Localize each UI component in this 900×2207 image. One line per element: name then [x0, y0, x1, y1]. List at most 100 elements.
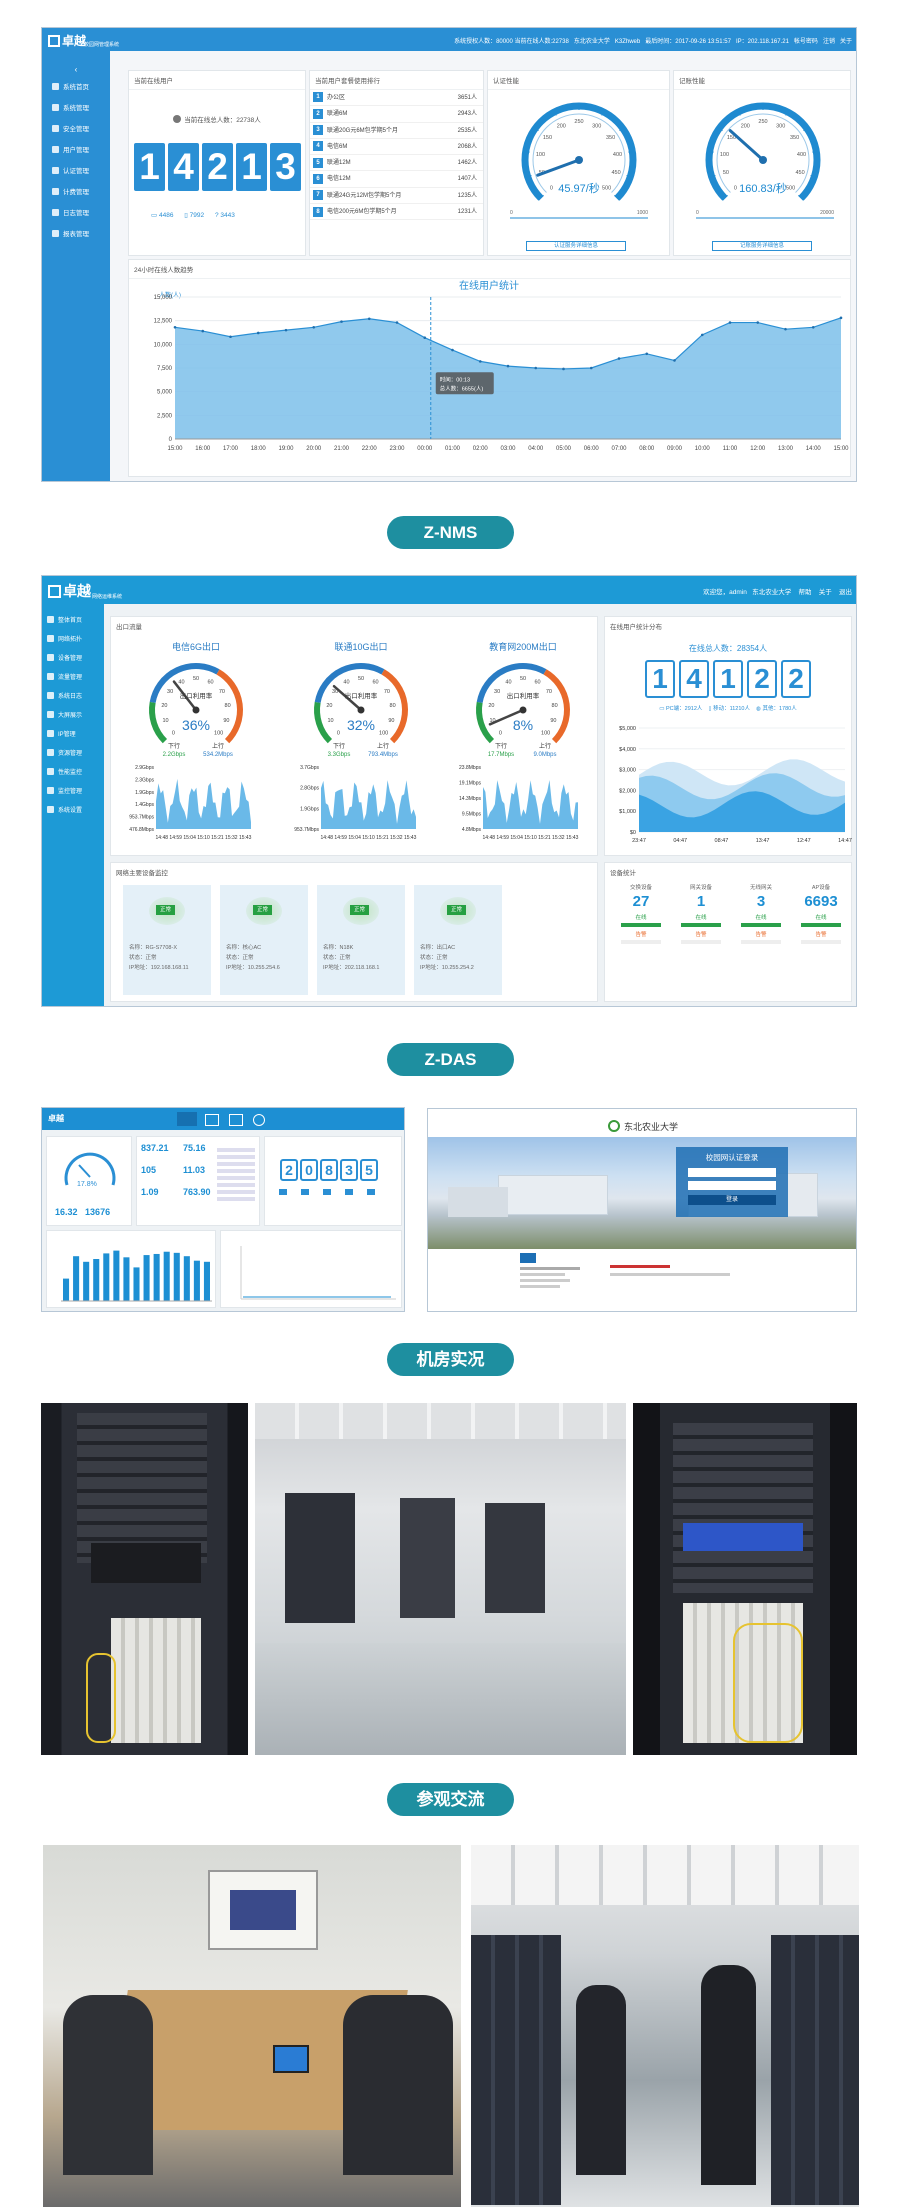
resource-icon: [47, 749, 54, 756]
gauge-hub: [357, 706, 365, 714]
nav-item-resource[interactable]: 资源管理: [42, 745, 104, 764]
mini-bar: [133, 1267, 140, 1301]
collapse-icon[interactable]: ‹: [74, 65, 78, 74]
gauge-tick-label: 90: [550, 718, 556, 724]
gauge-tick-label: 100: [541, 731, 550, 737]
zdas-sidebar: 整体首页 网络拓扑 设备管理 流量管理 系统日志 大屏展示 IP管理 资源管理 …: [42, 604, 104, 1006]
logout-link[interactable]: 注销: [822, 39, 835, 45]
mini-counter-stats: [279, 1189, 389, 1195]
nav-item-monitor[interactable]: 监控管理: [42, 783, 104, 802]
rank-name: 联通24G元12M包学期5个月: [327, 192, 402, 199]
gauge-tick-label: 0: [499, 731, 502, 737]
gauge-tick-label: 10: [163, 718, 169, 724]
device-ip: IP地址：192.168.168.11: [129, 965, 189, 971]
campus-photo: [428, 1137, 856, 1249]
nav-item-users[interactable]: 用户管理: [42, 140, 110, 161]
help-link[interactable]: 帮助: [798, 589, 812, 596]
gauge-max-label: 20000: [820, 210, 834, 216]
data-point: [700, 333, 704, 337]
about-link[interactable]: 关于: [818, 589, 832, 596]
password-input[interactable]: [688, 1181, 776, 1190]
x-tick-label: 06:00: [584, 446, 600, 452]
nav-item-performance[interactable]: 性能监控: [42, 764, 104, 783]
auth-performance-panel: 认证性能 05010015020025030035040045050045.97…: [487, 70, 670, 256]
mini-bar: [93, 1259, 100, 1301]
username-input[interactable]: [688, 1168, 776, 1177]
school-logo: [607, 1120, 620, 1132]
nav-item-traffic[interactable]: 流量管理: [42, 669, 104, 688]
server-room-glass-photo: [255, 1403, 626, 1755]
mini-bar: [203, 1261, 210, 1301]
x-tick-label: 03:00: [500, 446, 516, 452]
y-tick-label: 15,000: [154, 295, 173, 301]
about-link[interactable]: 关于: [839, 39, 852, 45]
counter-digit: 1: [236, 143, 267, 191]
rank-value: 2068人: [457, 143, 477, 150]
gauge-tick-label: 80: [552, 703, 558, 709]
panel-title: 出口流量: [116, 624, 142, 631]
rank-value: 1407人: [457, 176, 477, 183]
y-tick-label: 0: [169, 437, 173, 443]
nav-item-settings[interactable]: 系统设置: [42, 802, 104, 821]
device-icon: [47, 654, 54, 661]
nav-item-security[interactable]: 安全管理: [42, 119, 110, 140]
mini-gauge-values: 16.32 13676: [55, 1207, 111, 1217]
nav-item-log[interactable]: 日志管理: [42, 203, 110, 224]
gauge-down-word: 下行: [168, 742, 180, 750]
mini-bar: [113, 1250, 120, 1301]
gauge-tick-label: 50: [520, 676, 526, 682]
billing-detail-button[interactable]: 记账服务详细信息: [712, 241, 812, 251]
pc-icon: ▭: [151, 212, 158, 219]
nav-item-home[interactable]: 系统首页: [42, 77, 110, 98]
log-icon: [47, 692, 54, 699]
nav-item-syslog[interactable]: 系统日志: [42, 688, 104, 707]
search-icon[interactable]: [253, 1114, 265, 1126]
nav-item-bigscreen[interactable]: 大屏展示: [42, 707, 104, 726]
shield-icon: [52, 125, 59, 132]
znms-topbar-info: 系统授权人数：80000 当前在线人数:22738 东北农业大学 K3Zhweb…: [454, 36, 852, 45]
nav-item-home[interactable]: 整体首页: [42, 612, 104, 631]
mini-bar-panel: [46, 1230, 216, 1308]
y-tick-label: 7,500: [157, 366, 173, 372]
mini-bar: [73, 1256, 80, 1301]
password-link[interactable]: 帐号密码: [793, 39, 818, 45]
chart-title: 在线用户统计: [459, 279, 519, 292]
nav-item-report[interactable]: 报表管理: [42, 224, 110, 245]
auth-detail-button[interactable]: 认证服务详细信息: [526, 241, 626, 251]
nav-item-ip[interactable]: IP管理: [42, 726, 104, 745]
nav-item-topology[interactable]: 网络拓扑: [42, 631, 104, 650]
gauge-needle: [488, 708, 525, 726]
stat-sub: 在线: [635, 915, 647, 921]
nav-item-devices[interactable]: 设备管理: [42, 650, 104, 669]
list-icon[interactable]: [229, 1114, 243, 1126]
x-tick-label: 21:00: [334, 446, 350, 452]
logout-link[interactable]: 退出: [839, 589, 852, 596]
x-tick-label: 04:47: [673, 838, 687, 844]
home-icon[interactable]: [177, 1112, 197, 1126]
x-tick-label: 16:00: [195, 446, 211, 452]
y-axis-label: 人数(人): [159, 291, 181, 299]
data-point: [589, 366, 593, 370]
x-tick-label: 11:00: [723, 446, 738, 452]
mini-y-label: 2.3Gbps: [135, 777, 154, 783]
y-tick-label: 2,500: [157, 413, 173, 419]
login-button[interactable]: 登录: [688, 1195, 776, 1205]
data-point: [173, 325, 177, 329]
nav-item-system[interactable]: 系统管理: [42, 98, 110, 119]
y-tick-label: 10,000: [154, 342, 173, 348]
x-tick-label: 23:47: [632, 838, 646, 844]
chart-icon[interactable]: [205, 1114, 219, 1126]
gauge-tick-label: 100: [379, 731, 388, 737]
nav-item-billing[interactable]: 计费管理: [42, 182, 110, 203]
data-point: [673, 359, 676, 362]
gauge-hub: [192, 706, 200, 714]
nav-item-auth[interactable]: 认证管理: [42, 161, 110, 182]
